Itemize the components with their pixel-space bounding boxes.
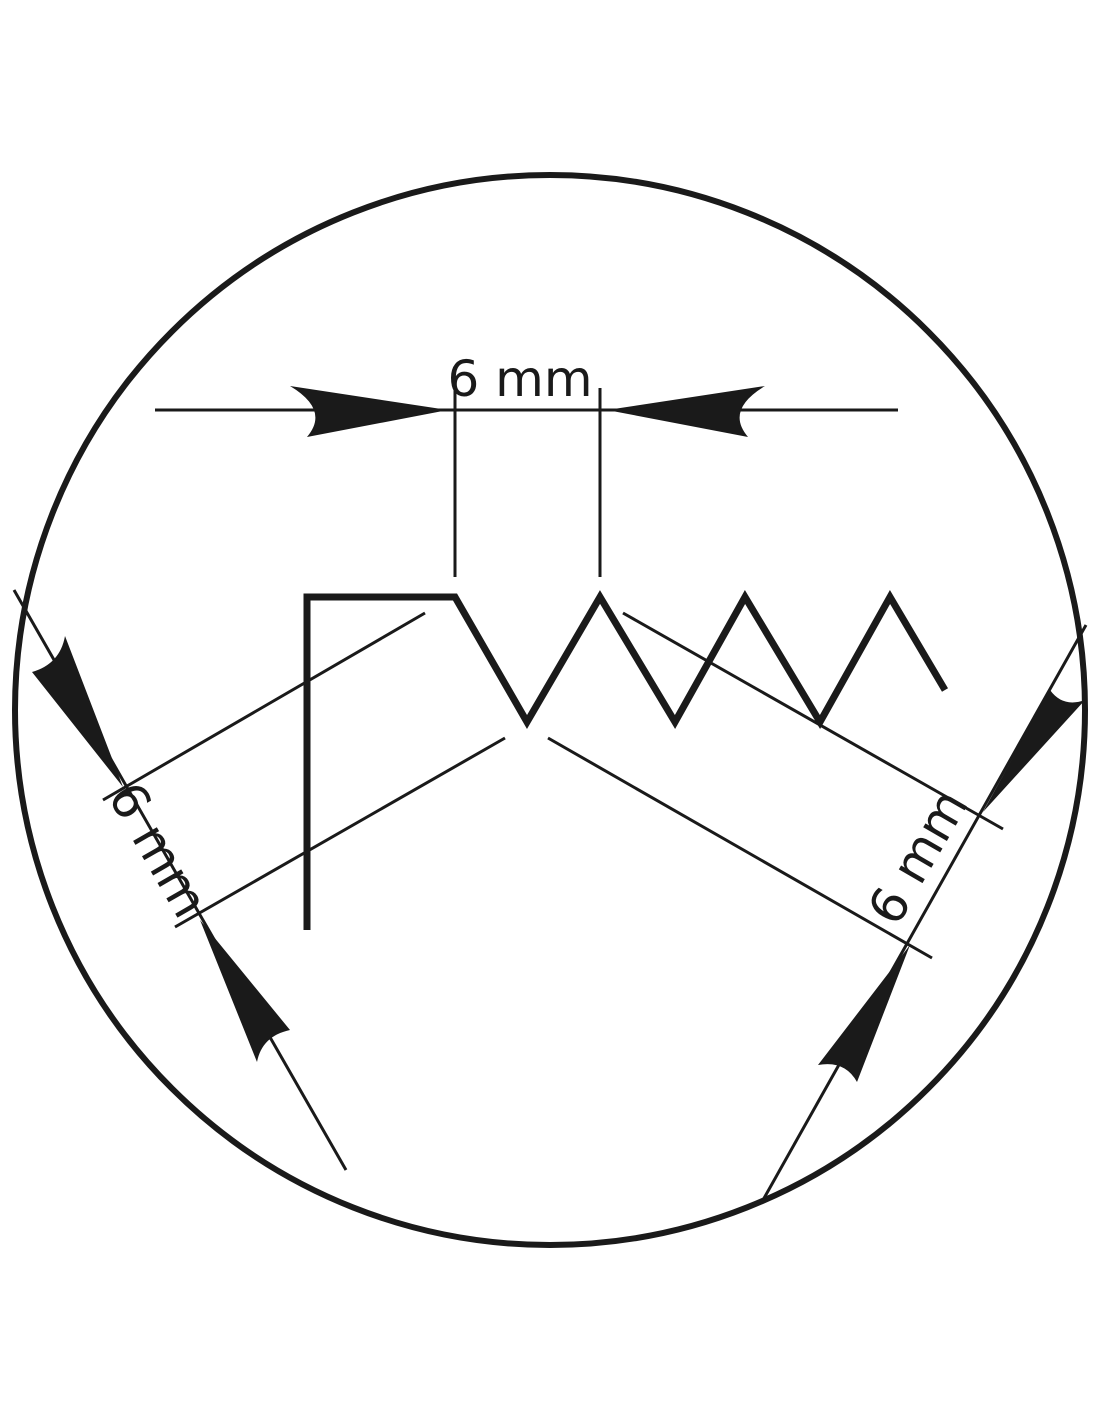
top-dimension-label: 6 mm bbox=[447, 350, 592, 408]
right-arrow-lower bbox=[818, 945, 910, 1082]
left-arrow-upper bbox=[32, 636, 123, 787]
outer-circle bbox=[12, 172, 1088, 1248]
stitch-zigzag-line bbox=[303, 589, 949, 930]
right-extension-line-upper bbox=[622, 611, 1004, 831]
right-dimension-line bbox=[761, 624, 1088, 1201]
left-extension-line-lower bbox=[174, 736, 506, 929]
right-arrow-upper bbox=[983, 690, 1085, 812]
top-arrow-left bbox=[290, 386, 448, 437]
left-extension-line-upper bbox=[102, 611, 426, 802]
top-arrow-right bbox=[607, 386, 765, 437]
left-arrow-lower bbox=[200, 920, 290, 1062]
right-extension-line-lower bbox=[547, 736, 933, 960]
